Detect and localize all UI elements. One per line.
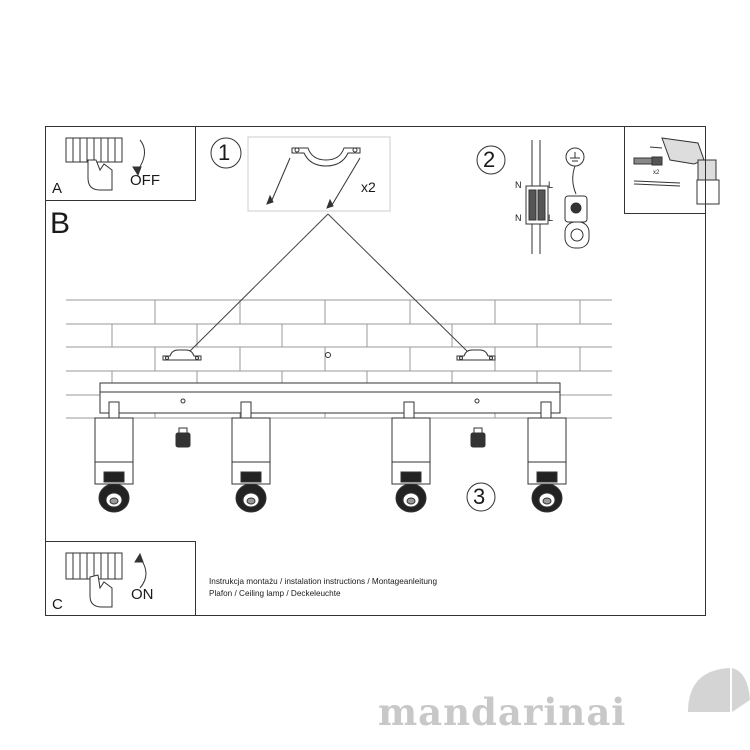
wire-l-top: L	[548, 180, 554, 190]
mounting-screw-right	[470, 427, 486, 448]
tools-box	[624, 126, 706, 214]
step-3-number: 3	[473, 484, 486, 509]
mounting-screw-left	[175, 427, 191, 448]
spotlight-4	[527, 401, 567, 513]
ground-terminal	[564, 147, 590, 249]
wire-l-bottom: L	[548, 213, 554, 223]
drill-illustration	[633, 137, 720, 205]
on-label: ON	[131, 586, 154, 603]
step-1-circle	[210, 137, 242, 169]
lamp-rail	[99, 382, 561, 414]
step-1-number: 1	[218, 140, 231, 165]
section-b-label: B	[50, 207, 71, 240]
step-3-circle	[466, 482, 496, 512]
bracket-detail-box	[247, 136, 391, 212]
breaker-on-illustration	[65, 552, 147, 608]
section-a-label: A	[52, 180, 63, 197]
wall-bracket-left	[162, 349, 202, 361]
diagram-frame	[45, 126, 706, 616]
instructions-title: Instrukcja montażu / instalation instruc…	[209, 577, 438, 586]
wiring-connector	[525, 140, 549, 254]
spotlight-1	[94, 401, 134, 513]
off-label: OFF	[130, 172, 160, 189]
step-2-number: 2	[483, 147, 496, 172]
product-name: Plafon / Ceiling lamp / Deckeleuchte	[209, 589, 341, 598]
watermark-text: mandarinai	[378, 690, 627, 734]
anchor-count: x2	[653, 170, 660, 176]
bracket-count: x2	[361, 179, 376, 195]
spotlight-3	[391, 401, 431, 513]
wire-n-bottom: N	[515, 213, 522, 223]
bracket-detail	[266, 147, 361, 209]
step-2-circle	[476, 145, 506, 175]
spotlight-2	[231, 401, 271, 513]
wall-bracket-right	[456, 349, 496, 361]
section-c-label: C	[52, 596, 63, 613]
wire-n-top: N	[515, 180, 522, 190]
power-on-box	[45, 541, 196, 616]
breaker-off-illustration	[65, 137, 145, 191]
power-off-box	[45, 126, 196, 201]
